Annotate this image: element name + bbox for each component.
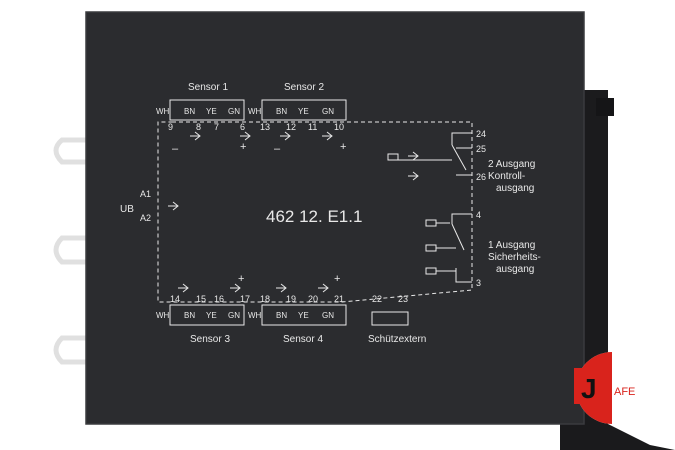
sensor-4-label: Sensor 4 — [283, 334, 323, 345]
schutz-label: Schützextern — [368, 334, 426, 345]
svg-text:7: 7 — [214, 122, 219, 132]
mounting-loops — [53, 137, 88, 365]
bottom-connectors — [169, 304, 409, 326]
wire-label: BN — [276, 311, 287, 320]
output-circuits — [387, 132, 472, 283]
led-icons — [168, 131, 419, 293]
wire-label: GN — [228, 311, 240, 320]
ub-label: UB — [120, 204, 134, 215]
side-clip — [596, 98, 614, 116]
wire-label: BN — [276, 107, 287, 116]
top-connectors — [169, 99, 347, 121]
sensor-2-label: Sensor 2 — [284, 82, 324, 93]
svg-text:15: 15 — [196, 294, 206, 304]
svg-text:10: 10 — [334, 122, 344, 132]
wire-label: YE — [206, 311, 217, 320]
a1-label: A1 — [140, 189, 151, 199]
watermark-logo: J AFE — [574, 352, 648, 424]
svg-text:11: 11 — [308, 122, 317, 132]
svg-text:22: 22 — [372, 294, 382, 304]
wire-label: BN — [184, 107, 195, 116]
svg-text:2 Ausgang: 2 Ausgang — [488, 159, 535, 170]
svg-text:12: 12 — [286, 122, 296, 132]
wire-label: YE — [206, 107, 217, 116]
wire-label: BN — [184, 311, 195, 320]
svg-text:25: 25 — [476, 144, 486, 154]
svg-text:13: 13 — [260, 122, 270, 132]
svg-text:14: 14 — [170, 294, 180, 304]
svg-text:+: + — [240, 141, 246, 153]
svg-text:20: 20 — [308, 294, 318, 304]
svg-text:Sicherheits-: Sicherheits- — [488, 252, 541, 263]
wire-label: YE — [298, 311, 309, 320]
svg-text:ausgang: ausgang — [496, 264, 534, 275]
wire-label: GN — [228, 107, 240, 116]
svg-text:23: 23 — [398, 294, 408, 304]
svg-text:3: 3 — [476, 278, 481, 288]
output-2-description: 2 Ausgang Kontroll- ausgang — [488, 159, 535, 194]
svg-text:–: – — [172, 143, 179, 155]
wire-label: GN — [322, 311, 334, 320]
svg-text:Kontroll-: Kontroll- — [488, 171, 525, 182]
svg-text:26: 26 — [476, 172, 486, 182]
bottom-terminal-numbers: 14 15 16 17 18 19 20 21 22 23 — [170, 294, 408, 304]
logo-letter: J — [581, 373, 597, 404]
polarity-marks: – + – + + + — [172, 141, 346, 285]
sensor-1-label: Sensor 1 — [188, 82, 228, 93]
svg-text:21: 21 — [334, 294, 344, 304]
wire-label: WH — [156, 311, 170, 320]
svg-text:8: 8 — [196, 122, 201, 132]
wire-label: YE — [298, 107, 309, 116]
svg-text:24: 24 — [476, 129, 486, 139]
device-panel — [86, 12, 584, 424]
cable-shadow — [560, 400, 675, 450]
svg-text:ausgang: ausgang — [496, 183, 534, 194]
bottom-wire-labels: WH BN YE GN WH BN YE GN — [156, 311, 334, 320]
svg-text:18: 18 — [260, 294, 270, 304]
right-terminal-numbers: 24 25 26 4 3 — [476, 129, 486, 288]
svg-text:4: 4 — [476, 210, 481, 220]
svg-text:+: + — [340, 141, 346, 153]
model-number: 462 12. E1.1 — [266, 207, 362, 226]
svg-text:16: 16 — [214, 294, 224, 304]
top-wire-labels: WH BN YE GN WH BN YE GN — [156, 107, 334, 116]
sensor-3-label: Sensor 3 — [190, 334, 230, 345]
wire-label: WH — [156, 107, 170, 116]
svg-text:6: 6 — [240, 122, 245, 132]
svg-text:+: + — [334, 273, 340, 285]
svg-text:9: 9 — [168, 122, 173, 132]
wire-label: WH — [248, 107, 262, 116]
a2-label: A2 — [140, 213, 151, 223]
svg-text:17: 17 — [240, 294, 250, 304]
logo-text: AFE — [614, 386, 635, 398]
wire-label: GN — [322, 107, 334, 116]
top-terminal-numbers: 9 8 7 6 13 12 11 10 — [168, 122, 344, 132]
circuit-outline — [157, 121, 473, 303]
svg-text:19: 19 — [286, 294, 296, 304]
wire-label: WH — [248, 311, 262, 320]
output-1-description: 1 Ausgang Sicherheits- ausgang — [488, 240, 541, 275]
svg-text:–: – — [274, 143, 281, 155]
svg-text:1 Ausgang: 1 Ausgang — [488, 240, 535, 251]
svg-text:+: + — [238, 273, 244, 285]
